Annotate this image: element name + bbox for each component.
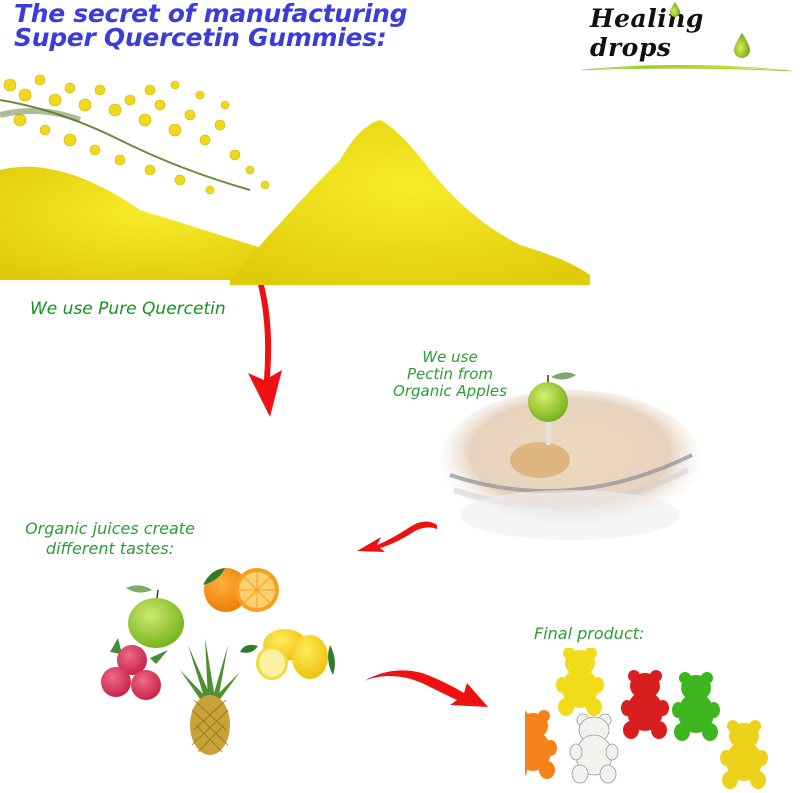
juices-caption: Organic juices create different tastes: — [10, 519, 210, 559]
pectin-caption-line-3: Organic Apples — [393, 382, 507, 400]
pectin-caption-line-2: Pectin from — [406, 365, 494, 383]
white-gummy-bear — [569, 713, 619, 784]
green-apple — [126, 585, 184, 648]
title-line-2: Super Quercetin Gummies: — [14, 23, 387, 52]
lemons — [240, 629, 335, 680]
yellow-gummy-bear-2 — [720, 720, 768, 789]
red-gummy-bear — [621, 670, 669, 739]
logo-text: Healing drops — [590, 4, 704, 62]
juices-caption-line-2: different tastes: — [45, 539, 175, 558]
quercetin-caption: We use Pure Quercetin — [30, 299, 226, 319]
orange — [203, 568, 279, 612]
quercetin-powder-image — [0, 74, 590, 285]
arrow-down-left-red-icon — [357, 521, 437, 552]
green-drop-icon — [581, 2, 793, 72]
pectin-caption: We use Pectin from Organic Apples — [375, 349, 525, 400]
fruits-image — [101, 568, 335, 755]
final-product-caption: Final product: — [534, 624, 645, 643]
title-line-1: The secret of manufacturing — [14, 0, 408, 28]
green-gummy-bear — [672, 672, 720, 741]
healing-drops-logo: Healing drops — [572, 0, 794, 78]
pineapple — [180, 638, 240, 755]
arrow-down-red-icon — [248, 285, 282, 417]
yellow-gummy-bear — [556, 648, 604, 716]
pectin-bowl-image — [440, 372, 700, 540]
page-title: The secret of manufacturing Super Querce… — [14, 0, 408, 52]
juices-caption-line-1: Organic juices create — [25, 519, 195, 538]
pectin-caption-line-1: We use — [422, 348, 478, 366]
arrow-right-red-icon — [364, 670, 488, 707]
orange-gummy-bear — [525, 710, 557, 779]
gummy-bears-image — [525, 648, 768, 789]
raspberries — [101, 638, 168, 700]
